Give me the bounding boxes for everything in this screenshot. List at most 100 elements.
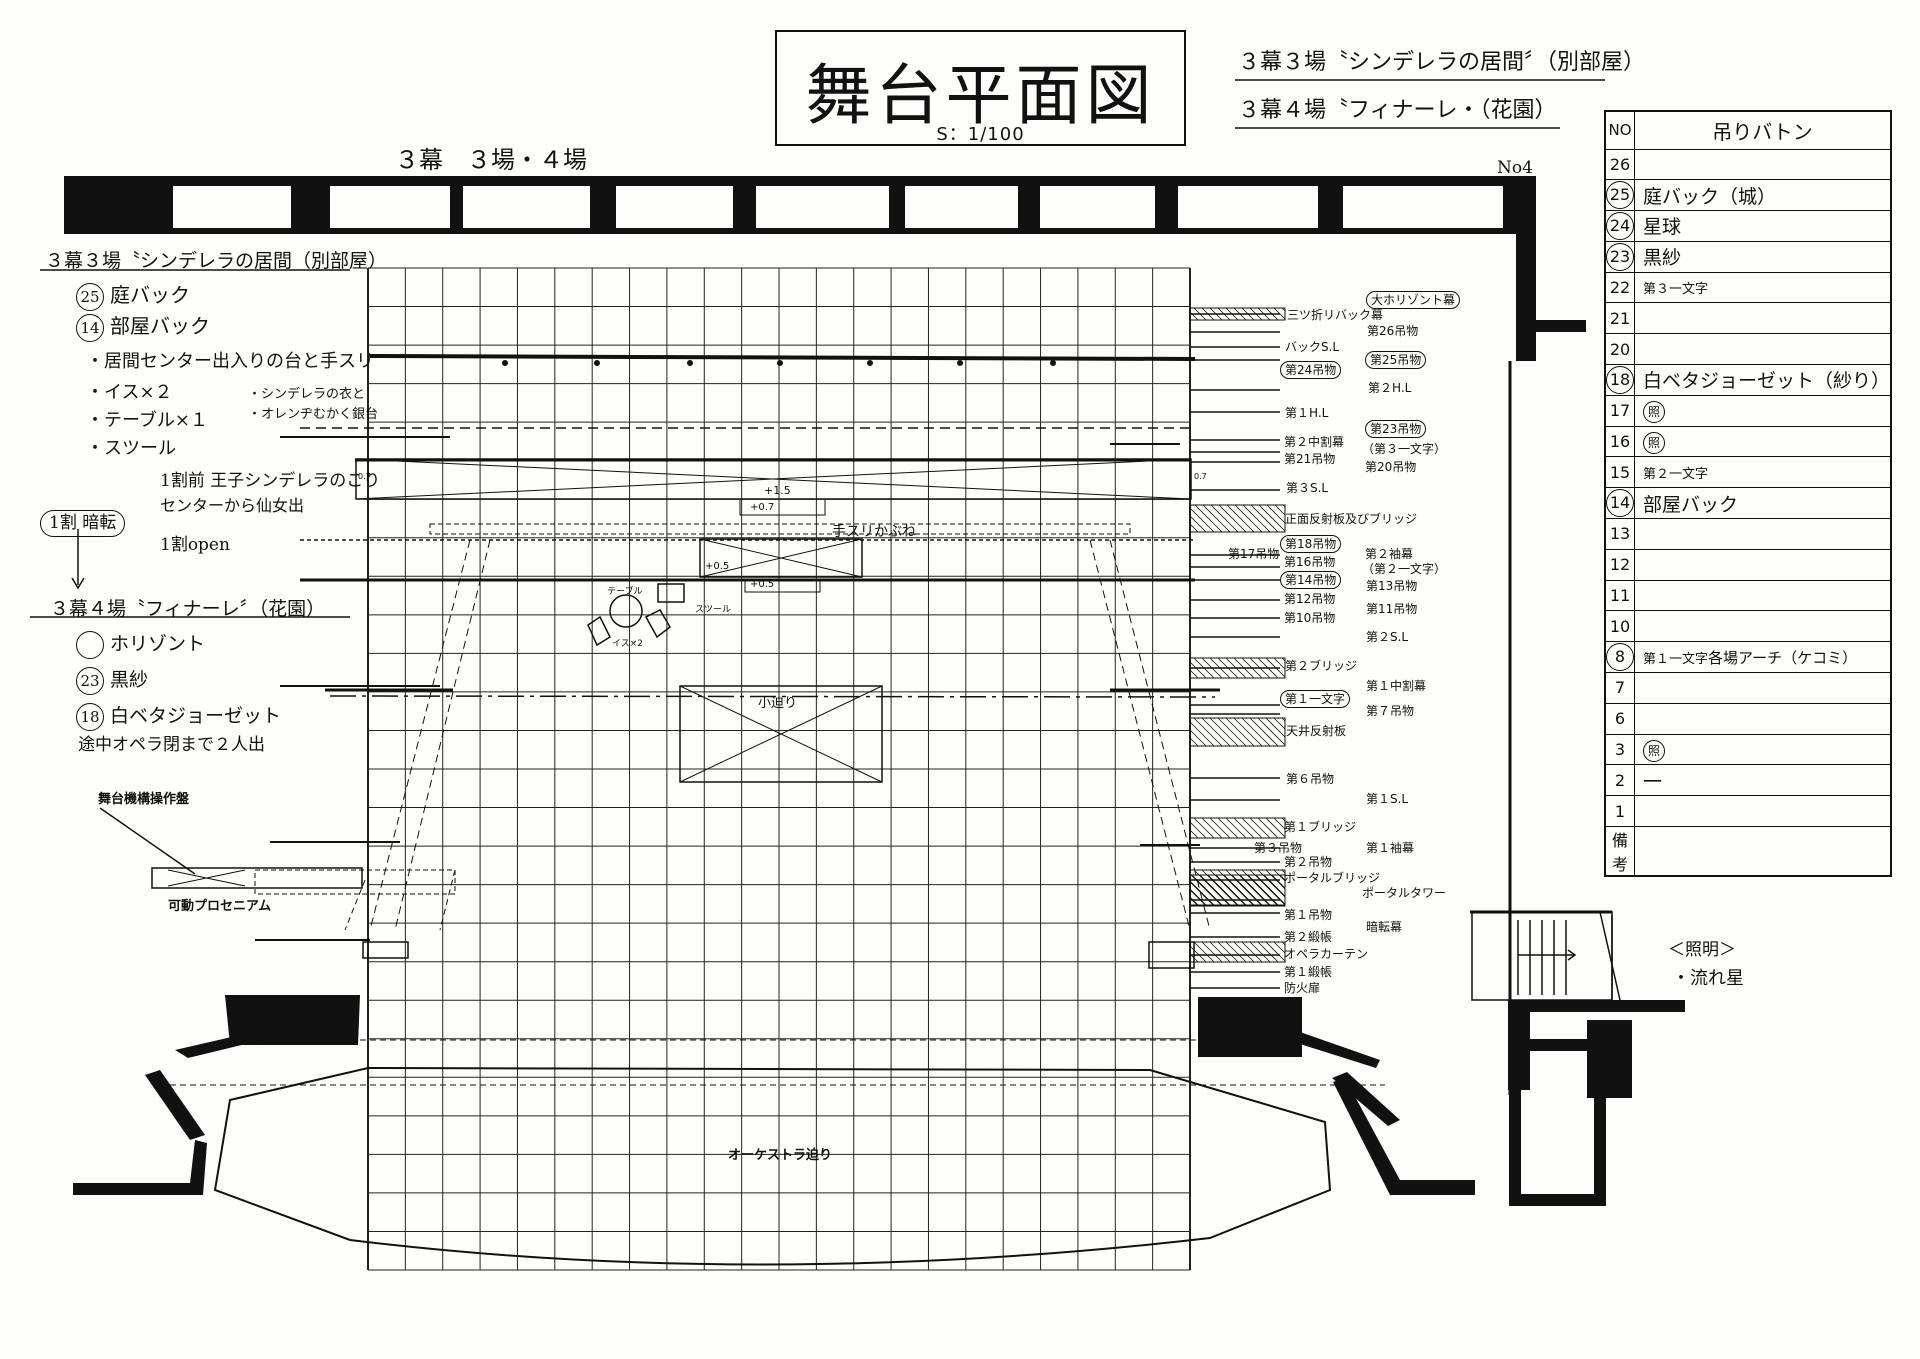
batten-name-extra: 各場アーチ（ケコミ） xyxy=(1708,648,1858,667)
batten-row: 1 xyxy=(1604,795,1892,828)
right-label-13: 第３S.L xyxy=(1286,481,1329,495)
batten-name-text: 黒紗 xyxy=(1643,247,1682,270)
right-label-25: 第２S.L xyxy=(1366,630,1409,644)
scene3-side-note-2: ・オレンヂむかく銀台 xyxy=(248,407,379,422)
right-label-16: 第17吊物 xyxy=(1228,547,1280,561)
batten-name: 照 xyxy=(1634,733,1892,766)
scene3-bullet-1: ・居間センター出入りの台と手スリ xyxy=(86,351,374,372)
scene4-title: ３幕４場〝フィナーレ〞（花園） xyxy=(50,598,326,620)
batten-number: 14 xyxy=(1604,487,1635,520)
right-label-28: 第１一文字 xyxy=(1280,690,1351,708)
right-label-32: 第１S.L xyxy=(1366,792,1409,806)
batten-number: 22 xyxy=(1604,271,1635,304)
batten-header-no: NO xyxy=(1604,110,1635,150)
batten-number-text: 20 xyxy=(1609,339,1631,359)
scene-header-line-2: ３幕４場〝フィナーレ・（花園） xyxy=(1238,98,1557,123)
batten-name xyxy=(1634,795,1892,828)
console-label: 舞台機構操作盤 xyxy=(98,792,190,807)
right-label-22: 第12吊物 xyxy=(1284,592,1336,606)
height-label-0-5b: +0.5 xyxy=(750,579,775,590)
right-label-10: （第３一文字） xyxy=(1362,442,1447,456)
right-label-9: 第２中割幕 xyxy=(1284,435,1345,449)
batten-name-text: 第３一文字 xyxy=(1643,282,1709,298)
small-lift-label: 小迫り xyxy=(758,696,798,711)
props xyxy=(587,583,685,647)
batten-number: 18 xyxy=(1604,364,1635,396)
batten-number: 6 xyxy=(1604,702,1635,735)
batten-name: 星球 xyxy=(1634,210,1892,242)
batten-number: 23 xyxy=(1604,240,1635,273)
batten-number-text: 15 xyxy=(1609,462,1631,482)
scene4-item-2-number: 23 xyxy=(76,667,104,695)
right-label-17: 第２袖幕 xyxy=(1365,547,1414,561)
height-label-1-5: +1.5 xyxy=(764,484,791,497)
handrail-label: 手スリかぶね xyxy=(832,524,916,540)
plan-heading: ３幕 ３場・４場 xyxy=(395,146,587,174)
scale-label: S：1/100 xyxy=(936,124,1025,145)
stage-grid xyxy=(367,267,1191,1271)
left-side-equipment xyxy=(99,807,1195,969)
batten-number: 12 xyxy=(1604,548,1635,581)
batten-number-text: 8 xyxy=(1606,643,1634,672)
batten-name: 第１一文字各場アーチ（ケコミ） xyxy=(1634,641,1892,674)
batten-name-text: 部屋バック xyxy=(1643,493,1739,516)
proscenium-label: 可動プロセニアム xyxy=(168,899,272,914)
batten-number-text: 21 xyxy=(1609,308,1631,328)
batten-number: 20 xyxy=(1604,333,1635,366)
header-underlines xyxy=(30,79,1605,618)
right-label-41: 第２緞帳 xyxy=(1284,930,1333,944)
batten-number: 26 xyxy=(1604,148,1635,181)
batten-row: 12 xyxy=(1604,548,1892,581)
batten-number-text: 2 xyxy=(1614,770,1626,790)
lighting-tag-icon: 照 xyxy=(1643,431,1665,454)
batten-row: 23 黒紗 xyxy=(1604,240,1892,273)
right-label-21: 第13吊物 xyxy=(1366,579,1418,593)
stool-label: スツール xyxy=(695,605,732,615)
right-label-35: 第１袖幕 xyxy=(1366,841,1415,855)
right-label-27: 第１中割幕 xyxy=(1366,679,1427,693)
batten-name: 白ベタジョーゼット（紗り） xyxy=(1634,364,1892,396)
right-label-5: 第24吊物 xyxy=(1280,361,1342,379)
batten-number-text: 備考 xyxy=(1611,831,1628,875)
scene4-item-3-label: 白ベタジョーゼット xyxy=(110,705,282,727)
right-label-43: 第１緞帳 xyxy=(1284,965,1333,979)
scene3-item-2-label: 部屋バック xyxy=(110,314,210,338)
upstage-lines xyxy=(255,354,1220,941)
batten-row: 11 xyxy=(1604,579,1892,612)
scene4-item-1: ホリゾント xyxy=(76,631,205,659)
batten-name xyxy=(1634,148,1892,181)
scene3-title: ３幕３場〝シンデレラの居間（別部屋） xyxy=(45,250,388,272)
batten-number-text: 1 xyxy=(1614,801,1626,821)
side-label-0-7-left: 0.7 xyxy=(358,472,371,481)
batten-number: 2 xyxy=(1604,764,1635,797)
stair-detail xyxy=(1470,910,1621,1001)
lighting-tag-icon: 照 xyxy=(1643,400,1665,423)
right-label-36: 第２吊物 xyxy=(1284,855,1333,869)
batten-number-text: 22 xyxy=(1609,278,1631,298)
batten-name: 一 xyxy=(1634,764,1892,797)
scene3-side-note-1: ・シンデレラの衣と xyxy=(248,387,366,402)
lighting-title: ＜照明＞ xyxy=(1668,940,1736,960)
batten-name: 部屋バック xyxy=(1634,487,1892,520)
right-label-38: ポータルタワー xyxy=(1362,886,1447,900)
batten-number-text: 24 xyxy=(1606,211,1634,240)
batten-number-text: 12 xyxy=(1609,555,1631,575)
lighting-item: ・流れ星 xyxy=(1672,968,1744,989)
back-wall xyxy=(64,176,1586,1095)
scene4-note: 途中オペラ閉まで２人出 xyxy=(78,735,265,755)
table-label: テーブル xyxy=(607,587,643,597)
right-label-42: オペラカーテン xyxy=(1284,947,1369,961)
scene3-item-1-number: 25 xyxy=(76,283,104,311)
batten-name-text: 第１一文字 xyxy=(1643,651,1709,667)
right-side-battens xyxy=(1189,307,1286,989)
batten-number: 16 xyxy=(1604,425,1635,458)
right-label-2: 第26吊物 xyxy=(1367,324,1419,338)
batten-number: 1 xyxy=(1604,795,1635,828)
